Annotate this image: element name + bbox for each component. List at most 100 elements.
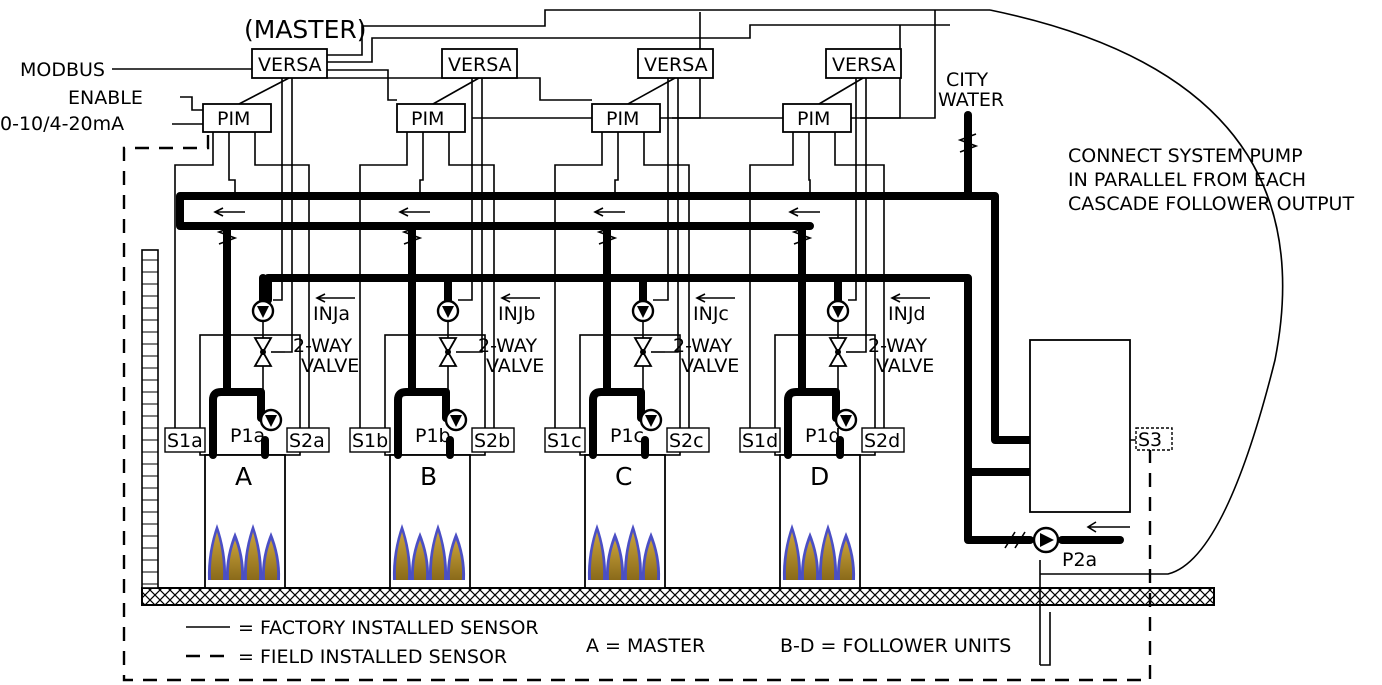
- boiler-pump-icon: [834, 408, 858, 432]
- master-tag: (MASTER): [244, 15, 367, 44]
- valve-label-line2: VALVE: [681, 355, 739, 377]
- injection-pump-icon: [826, 299, 850, 323]
- boiler-letter: C: [615, 462, 632, 491]
- field-wiring-loop: [122, 135, 1152, 682]
- boiler-pump-label: P1b: [415, 425, 451, 447]
- versa-wire: [653, 78, 669, 301]
- supply-sensor: S1b: [349, 427, 391, 453]
- boiler-letter: D: [810, 462, 829, 491]
- two-way-valve-icon: [633, 337, 665, 367]
- pim-module: PIM: [396, 103, 466, 133]
- versa-controller: VERSA: [251, 48, 328, 79]
- flame-core: [264, 540, 278, 580]
- s3-sensor: S3: [1135, 427, 1173, 451]
- versa-controller: VERSA: [637, 48, 714, 79]
- note-line3: CASCADE FOLLOWER OUTPUT: [1068, 193, 1354, 215]
- burner-flames: [392, 524, 466, 580]
- versa-label: VERSA: [258, 54, 322, 76]
- city-water-check-valve: [957, 133, 979, 153]
- legend-field-text: = FIELD INSTALLED SENSOR: [238, 646, 507, 668]
- pim-wire: [448, 132, 495, 428]
- return-sensor-label: S2d: [864, 430, 900, 452]
- injection-pump-icon: [436, 299, 460, 323]
- pim-wire: [808, 132, 811, 196]
- pim-label: PIM: [411, 108, 444, 130]
- versa-label: VERSA: [448, 54, 512, 76]
- valve-label-line1: 2-WAY: [868, 335, 927, 357]
- two-way-valve-icon: [253, 337, 285, 367]
- valve-label-line1: 2-WAY: [673, 335, 732, 357]
- flow-arrow-icon: [500, 293, 540, 303]
- storage-tank: [1029, 339, 1131, 513]
- versa-pim-link: [432, 77, 480, 105]
- enable-label: ENABLE: [68, 87, 143, 109]
- return-sensor: S2d: [861, 427, 905, 453]
- versa-controller: VERSA: [825, 48, 902, 79]
- supply-header: [176, 192, 1034, 444]
- versa-wire: [273, 78, 283, 301]
- system-pump-wiring: [989, 9, 1284, 575]
- valve-label-line2: VALVE: [301, 355, 359, 377]
- supply-sensor-label: S1b: [352, 430, 388, 452]
- return-sensor: S2a: [286, 427, 330, 453]
- system-return-pipe: [964, 468, 1034, 544]
- return-sensor-label: S2c: [669, 430, 704, 452]
- supply-sensor: S1c: [544, 427, 586, 453]
- return-sensor: S2c: [666, 427, 710, 453]
- versa-controller: VERSA: [441, 48, 518, 79]
- flame-core: [395, 532, 409, 580]
- system-pump-label: P2a: [1062, 549, 1097, 571]
- boiler-pump-label: P1a: [230, 425, 265, 447]
- burner-flames: [207, 524, 281, 580]
- flow-arrow-icon: [695, 293, 735, 303]
- pim-wire: [834, 132, 885, 428]
- versa-wire: [458, 78, 473, 301]
- wall: [141, 249, 159, 589]
- boiler-loop-pipe: [589, 388, 645, 459]
- note-line2: IN PARALLEL FROM EACH: [1068, 169, 1306, 191]
- boiler-pump-icon: [444, 408, 468, 432]
- flow-arrow-icon: [398, 207, 430, 217]
- versa-wire: [285, 78, 293, 353]
- check-valve-icon: [791, 225, 813, 245]
- legend-factory-text: = FACTORY INSTALLED SENSOR: [238, 617, 539, 639]
- flame-core: [803, 540, 817, 580]
- versa-label: VERSA: [832, 54, 896, 76]
- valve-label-line2: VALVE: [876, 355, 934, 377]
- pim-wire: [254, 132, 310, 428]
- versa-pim-link: [818, 77, 864, 105]
- check-valve-icon: [401, 225, 423, 245]
- check-valve-icon: [216, 225, 238, 245]
- versa-wire: [860, 78, 867, 353]
- supply-sensor: S1d: [739, 427, 781, 453]
- versa-label: VERSA: [644, 54, 708, 76]
- control-wiring: [112, 9, 990, 125]
- supply-sensor-label: S1c: [547, 430, 582, 452]
- flow-arrow-icon: [315, 293, 355, 303]
- pim-module: PIM: [591, 103, 661, 133]
- boiler-pump-icon: [259, 408, 283, 432]
- pim-wire: [359, 132, 408, 428]
- pim-wire: [174, 132, 214, 428]
- flame-core: [839, 540, 853, 580]
- flame-core: [785, 532, 799, 580]
- analog-input-label: 0-10/4-20mA: [0, 113, 124, 135]
- boiler-loop-pipe: [209, 388, 265, 459]
- pim-wire: [228, 132, 236, 196]
- burner-flames: [782, 524, 856, 580]
- check-valve-icon: [596, 225, 618, 245]
- boiler-letter: B: [420, 462, 437, 491]
- flame-core: [210, 532, 224, 580]
- flame-core: [590, 532, 604, 580]
- flame-core: [431, 532, 445, 580]
- versa-wire: [470, 78, 483, 353]
- burner-flames: [587, 524, 661, 580]
- legend-frame: [1040, 612, 1051, 666]
- return-sensor-label: S2a: [289, 430, 325, 452]
- flow-arrow-icon: [890, 293, 930, 303]
